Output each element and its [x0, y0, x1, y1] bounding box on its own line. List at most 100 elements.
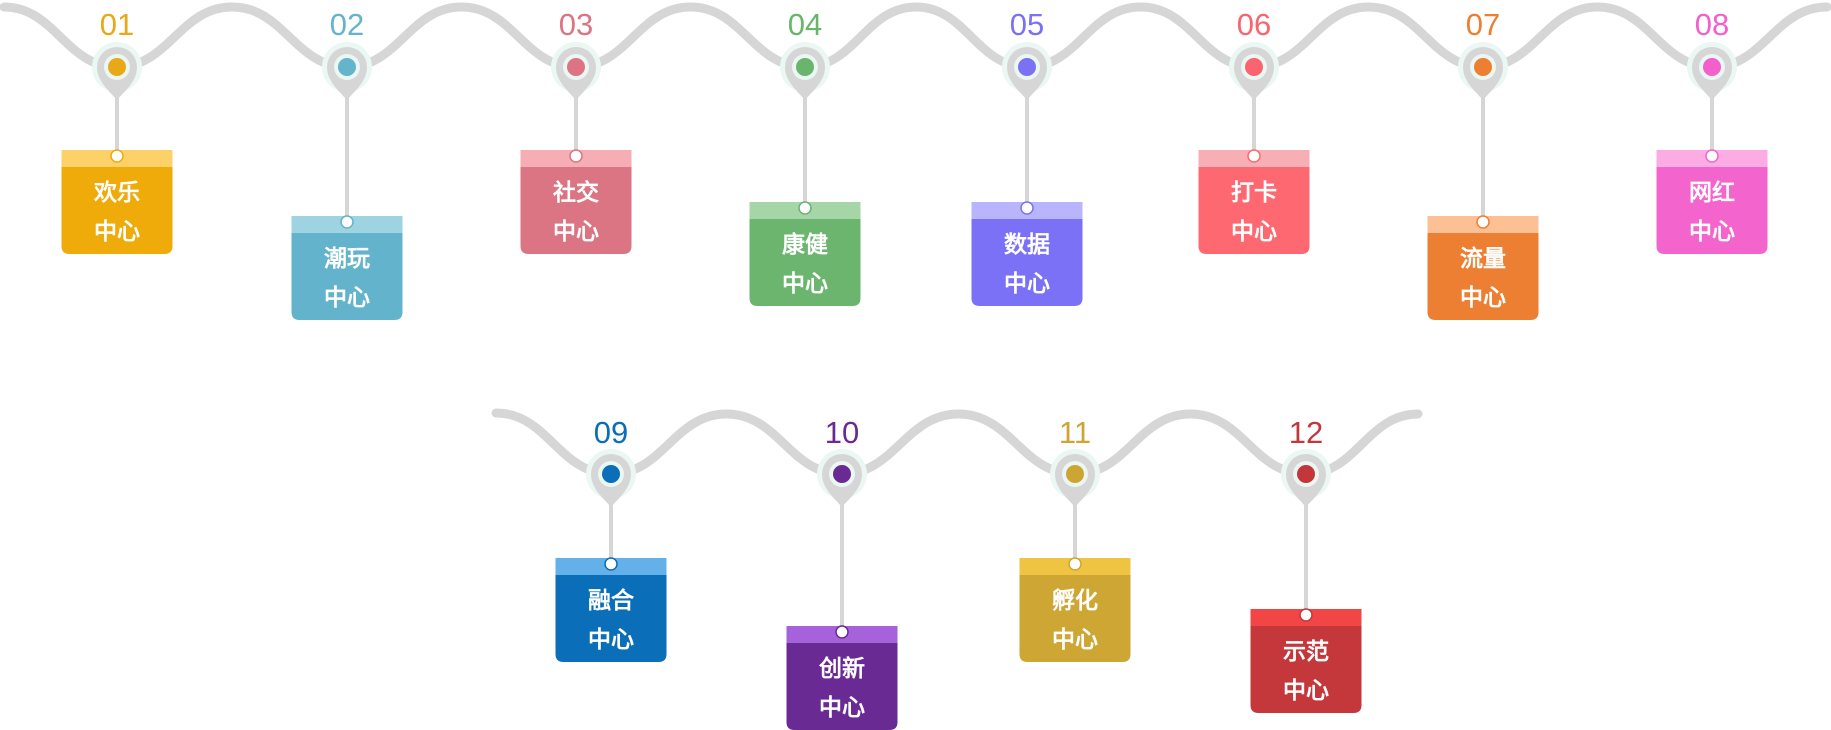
step-number: 03 — [559, 7, 593, 42]
card-title: 流量 — [1460, 245, 1506, 272]
card-subtitle: 中心 — [1283, 678, 1329, 704]
pin-dot — [567, 58, 585, 76]
hanger-ring-icon — [1705, 149, 1719, 163]
card-subtitle: 中心 — [553, 219, 599, 245]
pin-dot — [108, 58, 126, 76]
card-subtitle: 中心 — [782, 271, 828, 297]
card-subtitle: 中心 — [1052, 627, 1098, 653]
card-body — [1250, 609, 1362, 713]
card-title: 社交 — [553, 179, 599, 206]
card-body — [61, 150, 173, 254]
step-number: 01 — [100, 7, 134, 42]
card-title: 欢乐 — [93, 180, 140, 206]
wave-line — [0, 2, 1831, 72]
step-number: 06 — [1237, 7, 1271, 42]
pin-dot — [1297, 465, 1315, 483]
step-number: 11 — [1059, 415, 1091, 450]
hanger-ring-icon — [340, 215, 354, 229]
card-subtitle: 中心 — [588, 627, 634, 653]
card-title: 孵化 — [1052, 587, 1098, 614]
card-body — [1019, 558, 1131, 662]
card-subtitle: 中心 — [1689, 219, 1735, 245]
wave-line — [491, 408, 1423, 479]
hanger-ring-icon — [835, 625, 849, 639]
card-subtitle: 中心 — [1231, 219, 1277, 245]
hanger-ring-icon — [110, 149, 124, 163]
card-title: 融合 — [588, 587, 635, 614]
step-number: 09 — [594, 415, 628, 450]
card-subtitle: 中心 — [324, 285, 370, 311]
card-title: 康健 — [782, 231, 828, 258]
hanger-ring-icon — [1476, 215, 1490, 229]
card-body — [971, 202, 1083, 306]
hanger-ring-icon — [1068, 557, 1082, 571]
hanger-ring-icon — [798, 201, 812, 215]
step-number: 04 — [788, 7, 822, 42]
step-number: 07 — [1466, 7, 1500, 42]
pin-dot — [796, 58, 814, 76]
card-title: 网红 — [1689, 179, 1735, 206]
card-title: 示范 — [1283, 639, 1329, 665]
pin-dot — [602, 465, 620, 483]
card-subtitle: 中心 — [1004, 271, 1050, 297]
pin-dot — [1066, 465, 1084, 483]
step-number: 02 — [330, 7, 364, 42]
step-number: 05 — [1010, 7, 1044, 42]
hanger-ring-icon — [604, 557, 618, 571]
pin-dot — [338, 58, 356, 76]
pin-dot — [1703, 58, 1721, 76]
card-body — [749, 202, 861, 306]
pin-dot — [1018, 58, 1036, 76]
card-title: 打卡 — [1231, 179, 1277, 206]
step-number: 12 — [1289, 415, 1323, 450]
hanger-ring-icon — [1247, 149, 1261, 163]
card-body — [786, 626, 898, 730]
card-subtitle: 中心 — [819, 695, 865, 721]
card-subtitle: 中心 — [94, 219, 140, 245]
step-number: 08 — [1695, 7, 1729, 42]
card-body — [1656, 150, 1768, 254]
pin-dot — [1474, 58, 1492, 76]
hanger-ring-icon — [1299, 608, 1313, 622]
card-body — [555, 558, 667, 662]
wave-lines — [0, 2, 1831, 479]
timeline-nodes: 01欢乐中心02潮玩中心03社交中心04康健中心05数据中心06打卡中心07流量… — [61, 7, 1768, 730]
pin-dot — [833, 465, 851, 483]
hanger-ring-icon — [569, 149, 583, 163]
card-body — [1198, 150, 1310, 254]
card-body — [520, 150, 632, 254]
card-title: 数据 — [1004, 232, 1050, 258]
card-title: 创新 — [818, 655, 865, 682]
card-subtitle: 中心 — [1460, 285, 1506, 311]
card-body — [291, 216, 403, 320]
card-title: 潮玩 — [324, 246, 370, 272]
hanger-ring-icon — [1020, 201, 1034, 215]
step-number: 10 — [825, 415, 859, 450]
card-body — [1427, 216, 1539, 320]
